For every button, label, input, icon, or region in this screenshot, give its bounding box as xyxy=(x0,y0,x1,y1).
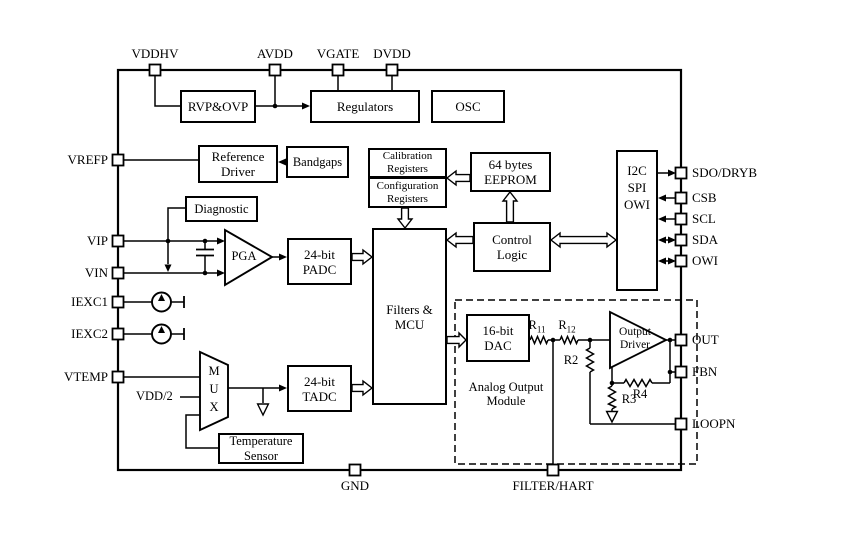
block-reference-driver: Reference Driver xyxy=(198,145,278,183)
pin-label-sda: SDA xyxy=(692,232,719,247)
pin-sda xyxy=(674,233,688,247)
pin-label-vin: VIN xyxy=(84,265,108,280)
current-source-iexc1 xyxy=(151,291,172,313)
pin-label-filter-hart: FILTER/HART xyxy=(512,478,594,493)
block-eeprom: 64 bytes EEPROM xyxy=(470,152,551,192)
pin-vip xyxy=(111,234,125,248)
bus-control-interface xyxy=(549,231,618,249)
pga-triangle xyxy=(224,228,274,287)
block-rvp-ovp: RVP&OVP xyxy=(180,90,256,123)
pin-vin xyxy=(111,266,125,280)
bus-padc-to-mcu xyxy=(351,248,374,266)
arrowheads xyxy=(158,102,676,392)
bus-control-to-eeprom xyxy=(501,190,519,223)
pin-label-iexc2: IEXC2 xyxy=(71,326,108,341)
label-r12: R12 xyxy=(558,318,576,335)
pin-pads xyxy=(111,63,688,477)
pin-vgate xyxy=(331,63,345,77)
pin-filter-hart xyxy=(546,463,560,477)
pin-iexc2 xyxy=(111,327,125,341)
block-interface-i2c-spi-owi: I2C SPI OWI xyxy=(616,150,658,291)
output-driver-label: Output Driver xyxy=(619,326,651,351)
pin-scl xyxy=(674,212,688,226)
ref-arrow-r3 xyxy=(605,410,619,424)
block-osc: OSC xyxy=(431,90,505,123)
analog-output-module-label: Analog Output Module xyxy=(468,380,544,408)
pin-sdo-dryb xyxy=(674,166,688,180)
pin-csb xyxy=(674,191,688,205)
pin-loopn xyxy=(674,417,688,431)
label-r3: R3 xyxy=(621,392,637,406)
pin-label-iexc1: IEXC1 xyxy=(71,294,108,309)
pin-owi xyxy=(674,254,688,268)
block-configuration-registers: Configuration Registers xyxy=(368,177,447,208)
block-filters-mcu: Filters & MCU xyxy=(372,228,447,405)
analog-output-module-dashed-box xyxy=(454,299,698,465)
bus-eeprom-to-registers xyxy=(445,169,471,187)
pin-label-dvdd: DVDD xyxy=(373,46,411,61)
pin-fbn xyxy=(674,365,688,379)
bus-mcu-to-dac xyxy=(446,331,467,349)
pin-label-out: OUT xyxy=(692,332,719,347)
pin-label-owi: OWI xyxy=(692,253,718,268)
bus-tadc-to-mcu xyxy=(351,379,374,397)
pin-label-vgate: VGATE xyxy=(316,46,360,61)
pin-label-avdd: AVDD xyxy=(257,46,293,61)
pin-dvdd xyxy=(385,63,399,77)
bus-arrows xyxy=(256,169,619,424)
pin-label-gnd: GND xyxy=(340,478,370,493)
block-calibration-registers: Calibration Registers xyxy=(368,148,447,178)
pin-iexc1 xyxy=(111,295,125,309)
pin-label-vddhv: VDDHV xyxy=(131,46,179,61)
mux-shape xyxy=(199,350,229,432)
pin-label-vtemp: VTEMP xyxy=(63,369,108,384)
bus-registers-to-mcu xyxy=(396,207,414,230)
pin-vtemp xyxy=(111,370,125,384)
pin-avdd xyxy=(268,63,282,77)
label-r11: R11 xyxy=(528,318,546,335)
block-tadc: 24-bit TADC xyxy=(287,365,352,412)
vdd-half-label: VDD/2 xyxy=(136,389,173,403)
block-dac: 16-bit DAC xyxy=(466,314,530,362)
block-diagnostic: Diagnostic xyxy=(185,196,258,222)
junction-dots xyxy=(165,103,673,386)
pin-label-fbn: FBN xyxy=(692,364,718,379)
pin-label-csb: CSB xyxy=(692,190,717,205)
pin-label-sdo-dryb: SDO/DRYB xyxy=(692,165,758,180)
pin-out xyxy=(674,333,688,347)
block-temperature-sensor: Temperature Sensor xyxy=(218,433,304,464)
mux-label: M U X xyxy=(208,364,220,414)
pga-label: PGA xyxy=(231,249,257,263)
label-r2: R2 xyxy=(563,353,579,367)
pin-gnd xyxy=(348,463,362,477)
block-regulators: Regulators xyxy=(310,90,420,123)
block-control-logic: Control Logic xyxy=(473,222,551,272)
block-padc: 24-bit PADC xyxy=(287,238,352,285)
bus-control-to-mcu xyxy=(445,231,474,249)
ref-arrow-tadc xyxy=(256,403,270,417)
pin-vrefp xyxy=(111,153,125,167)
component-shapes xyxy=(151,228,669,432)
current-source-iexc2 xyxy=(151,323,172,345)
pin-label-scl: SCL xyxy=(692,211,716,226)
block-bandgaps: Bandgaps xyxy=(286,146,349,178)
label-r4: R4 xyxy=(632,387,648,401)
pin-vddhv xyxy=(148,63,162,77)
pin-label-loopn: LOOPN xyxy=(692,416,736,431)
pin-label-vip: VIP xyxy=(87,233,108,248)
pin-label-vrefp: VREFP xyxy=(67,152,108,167)
output-driver-triangle xyxy=(609,310,669,370)
